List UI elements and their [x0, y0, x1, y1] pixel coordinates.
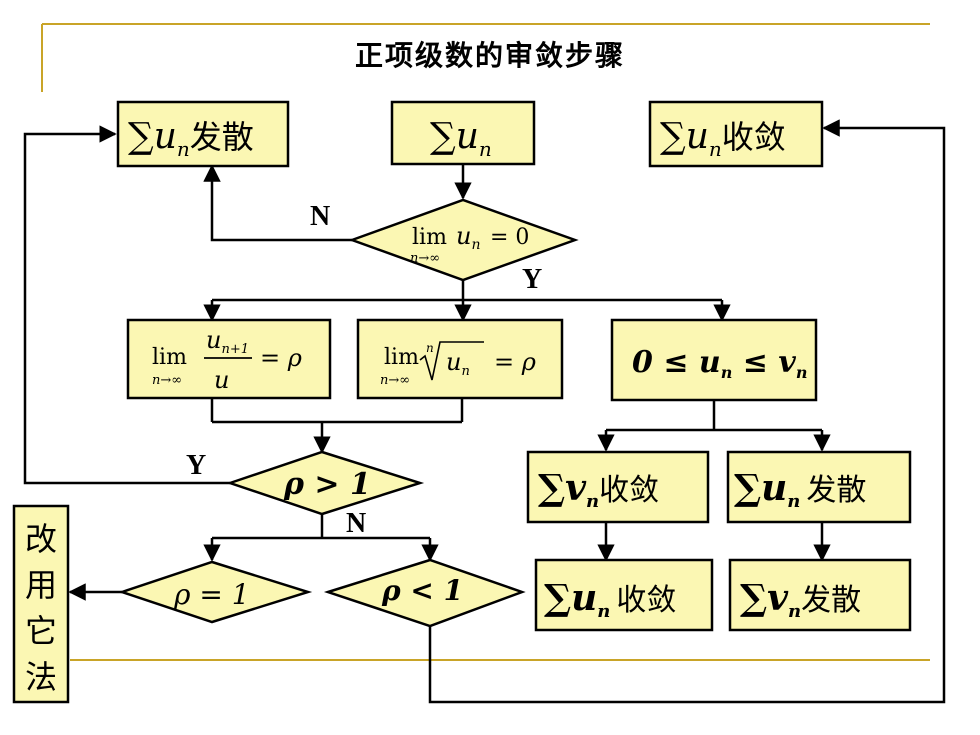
svg-text:= 0: = 0: [490, 225, 529, 250]
box-v-diverge: ∑vn发散: [728, 558, 912, 632]
box-root-test: lim n→∞ n un = ρ: [356, 318, 564, 400]
svg-text:0 ≤ un ≤ vn: 0 ≤ un ≤ vn: [632, 345, 807, 382]
svg-text:∑un发散: ∑un发散: [734, 467, 866, 512]
svg-text:un: un: [446, 348, 470, 379]
box-comparison: 0 ≤ un ≤ vn: [610, 318, 818, 402]
diamond-rho-gt-1: ρ > 1: [226, 450, 425, 516]
svg-text:n→∞: n→∞: [380, 373, 410, 388]
label-y-top: Y: [522, 264, 542, 295]
svg-text:∑un发散: ∑un发散: [128, 116, 254, 161]
diamond-limit-zero: lim n→∞ un = 0: [348, 198, 579, 282]
svg-text:lim: lim: [384, 345, 419, 370]
svg-text:lim: lim: [152, 345, 187, 370]
svg-text:它: 它: [25, 612, 57, 650]
svg-text:用: 用: [25, 566, 57, 604]
svg-text:∑un收敛: ∑un收敛: [660, 116, 786, 161]
box-sum-diverge: ∑un发散: [116, 100, 290, 168]
svg-text:∑vn发散: ∑vn发散: [740, 577, 861, 622]
box-v-converge: ∑vn收敛: [526, 450, 710, 524]
diamond-rho-eq-1: ρ = 1: [118, 560, 313, 624]
svg-text:n→∞: n→∞: [410, 251, 440, 266]
svg-text:= ρ: = ρ: [494, 348, 536, 376]
svg-text:ρ = 1: ρ = 1: [173, 578, 250, 611]
decor-lines: [41, 23, 930, 661]
box-sum-converge: ∑un收敛: [648, 100, 824, 168]
label-n-top: N: [310, 201, 330, 232]
box-ratio-test: lim n→∞ un+1 u = ρ: [126, 318, 332, 400]
svg-text:∑un: ∑un: [430, 116, 492, 161]
diamond-rho-lt-1: ρ < 1: [323, 558, 526, 628]
svg-text:un: un: [456, 222, 481, 253]
svg-text:ρ > 1: ρ > 1: [283, 467, 371, 502]
svg-text:lim: lim: [412, 225, 447, 250]
label-n-mid: N: [346, 508, 366, 539]
svg-text:改: 改: [25, 520, 57, 558]
box-other-method: 改 用 它 法: [12, 504, 70, 704]
svg-text:法: 法: [25, 658, 57, 696]
svg-text:∑un收敛: ∑un收敛: [544, 577, 676, 622]
svg-text:n: n: [426, 341, 434, 355]
svg-text:= ρ: = ρ: [260, 344, 302, 372]
page-title: 正项级数的审敛步骤: [355, 39, 625, 72]
svg-text:un+1: un+1: [206, 326, 249, 357]
svg-text:n→∞: n→∞: [152, 373, 182, 388]
svg-text:ρ < 1: ρ < 1: [381, 574, 463, 607]
svg-text:u: u: [214, 366, 229, 394]
svg-text:∑vn收敛: ∑vn收敛: [538, 467, 659, 512]
connectors: [23, 119, 946, 704]
box-sum-start: ∑un: [390, 100, 536, 166]
label-y-left: Y: [186, 450, 206, 481]
